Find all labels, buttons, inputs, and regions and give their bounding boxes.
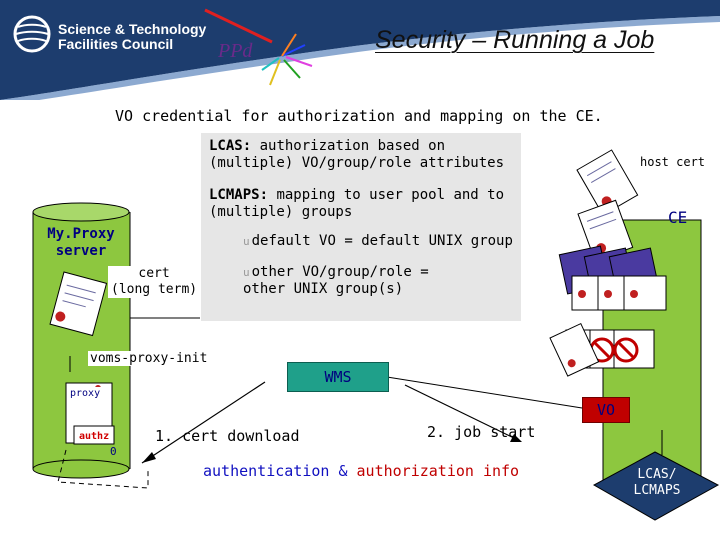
- lcmaps-key: LCMAPS:: [209, 187, 269, 203]
- ce-label: CE: [668, 208, 688, 227]
- lcmaps-description: LCMAPS: mapping to user pool and to (mul…: [209, 187, 515, 221]
- auth-info-suffix: authorization info: [356, 462, 520, 480]
- bullet-icon: u: [243, 235, 250, 248]
- bullet-text: default VO = default UNIX group: [251, 233, 513, 249]
- lcas-lcmaps-label: LCAS/ LCMAPS: [633, 467, 681, 498]
- stfc-logo-icon: [13, 15, 51, 53]
- auth-info-prefix: authentication &: [203, 462, 357, 480]
- proxy-label: proxy: [67, 387, 104, 400]
- vo-box: VO: [582, 397, 630, 423]
- ppd-logo: PPd: [218, 40, 253, 62]
- header-banner: [0, 0, 720, 100]
- zero-label: 0: [110, 445, 117, 458]
- slide-title: Security – Running a Job: [375, 26, 655, 54]
- lcas-lcmaps-badge: [592, 451, 720, 521]
- info-panel: LCAS: authorization based on (multiple) …: [201, 133, 521, 321]
- incoming-cert-icon: [549, 322, 600, 377]
- auth-info-label: authentication & authorization info: [203, 462, 519, 480]
- host-cert-label: host cert: [640, 155, 706, 169]
- long-term-cert-label: cert (long term): [108, 266, 201, 298]
- pool-account-certs-icon: [558, 245, 667, 311]
- job-start-label: 2. job start: [427, 423, 536, 441]
- lcmaps-text: mapping to user pool and to (multiple) g…: [209, 187, 505, 220]
- org-name: Science & Technology Facilities Council: [58, 21, 207, 52]
- voms-proxy-init-label: voms-proxy-init: [88, 351, 210, 366]
- wms-box: WMS: [287, 362, 389, 392]
- cert-download-label: 1. cert download: [155, 427, 300, 445]
- bullet-text: other VO/group/role = other UNIX group(s…: [243, 264, 429, 297]
- bullet-icon: u: [243, 266, 250, 279]
- lcas-key: LCAS:: [209, 138, 252, 154]
- lcas-description: LCAS: authorization based on (multiple) …: [209, 138, 515, 172]
- subtitle: VO credential for authorization and mapp…: [115, 107, 603, 125]
- host-cert-icon: [576, 149, 639, 216]
- myproxy-label: My.Proxy server: [47, 226, 115, 259]
- authz-label: authz: [79, 431, 110, 442]
- long-term-cert-icon: [49, 271, 108, 337]
- lcas-text: authorization based on (multiple) VO/gro…: [209, 138, 505, 171]
- particle-track-icon: [204, 8, 313, 86]
